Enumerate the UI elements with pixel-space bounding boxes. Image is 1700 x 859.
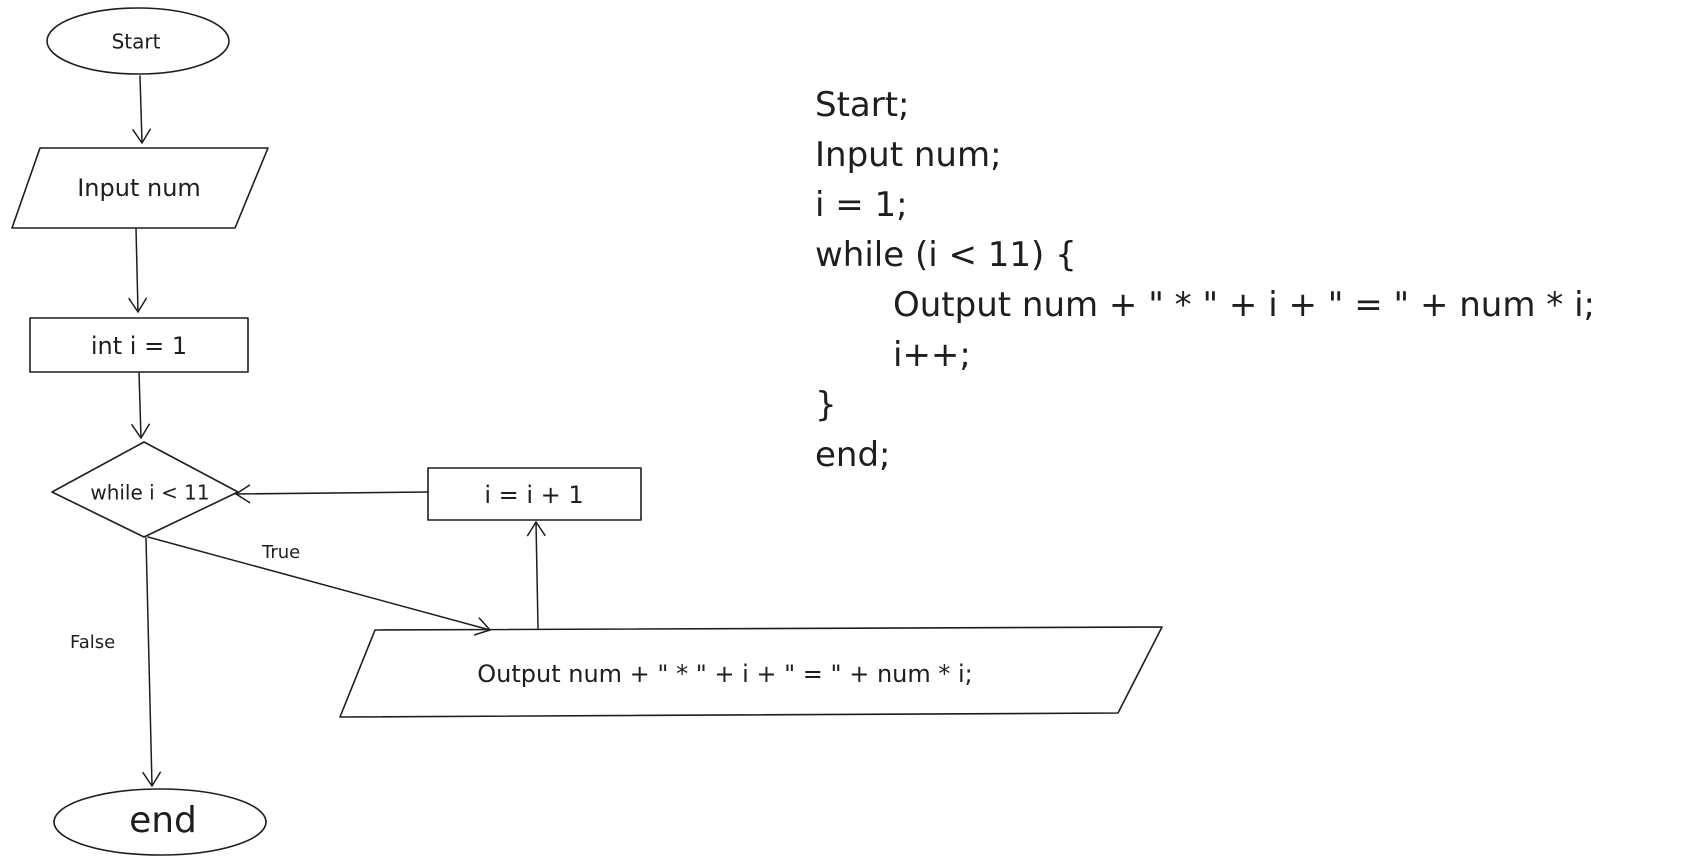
pseudocode-block: Start; Input num; i = 1; while (i < 11) … bbox=[815, 80, 1695, 480]
input-node: Input num bbox=[11, 147, 269, 229]
output-node: Output num + " * " + i + " = " + num * i… bbox=[339, 626, 1163, 718]
init-node: int i = 1 bbox=[29, 317, 249, 373]
code-line: Output num + " * " + i + " = " + num * i… bbox=[893, 285, 1595, 325]
code-line: Start; bbox=[815, 85, 910, 125]
condition-label: while i < 11 bbox=[90, 481, 209, 505]
start-label: Start bbox=[112, 30, 161, 54]
output-label: Output num + " * " + i + " = " + num * i… bbox=[477, 660, 973, 688]
condition-node: while i < 11 bbox=[51, 441, 239, 538]
true-edge-label: True bbox=[261, 542, 300, 563]
false-edge-label: False bbox=[70, 632, 115, 653]
arrow-condition-to-end-false bbox=[142, 537, 162, 787]
code-line: i = 1; bbox=[815, 185, 908, 225]
code-line: while (i < 11) { bbox=[815, 235, 1077, 275]
code-line: i++; bbox=[893, 335, 971, 375]
increment-node: i = i + 1 bbox=[427, 467, 642, 521]
end-label: end bbox=[129, 800, 197, 841]
arrow-condition-to-output-true bbox=[147, 536, 491, 636]
input-label: Input num bbox=[77, 174, 201, 202]
init-label: int i = 1 bbox=[91, 332, 187, 360]
arrow-input-to-init bbox=[128, 227, 148, 313]
arrow-output-to-increment bbox=[526, 521, 546, 629]
arrow-start-to-input bbox=[131, 75, 152, 144]
code-line: end; bbox=[815, 435, 891, 475]
code-line: Input num; bbox=[815, 135, 1002, 175]
arrow-init-to-condition bbox=[130, 371, 151, 439]
start-node: Start bbox=[46, 7, 230, 75]
arrow-increment-to-condition bbox=[235, 484, 429, 504]
code-line: } bbox=[815, 385, 837, 425]
end-node: end bbox=[53, 788, 267, 856]
increment-label: i = i + 1 bbox=[484, 481, 583, 509]
